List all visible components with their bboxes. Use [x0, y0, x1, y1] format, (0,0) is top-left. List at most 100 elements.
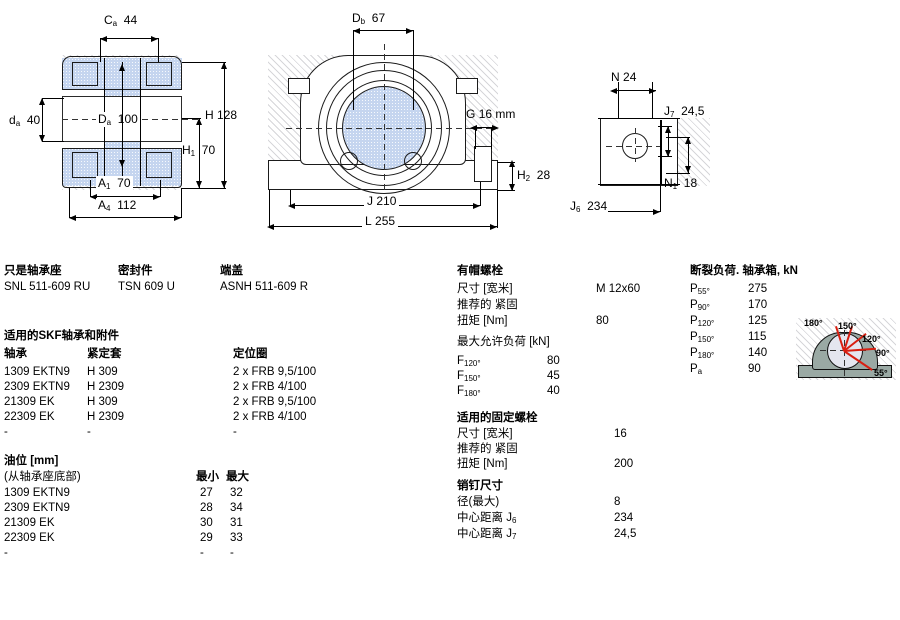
end-cover-header: 端盖 [220, 265, 243, 277]
dim-A4-ext-r [181, 188, 182, 218]
max-load-symbol-subscript: 180° [464, 389, 481, 398]
dim-J-ext-l [290, 190, 291, 206]
oil-level-min: 30 [200, 517, 213, 529]
oil-level-bearing: 22309 EK [4, 532, 55, 544]
dim-H2-symbol: H [517, 168, 526, 182]
dim-L-ext-l [269, 190, 270, 228]
bearings-header-bearing: 轴承 [4, 348, 27, 360]
dim-N1-arrow-up [685, 137, 691, 144]
dowel-pin-label-text: 中心距离 J [457, 512, 512, 524]
oil-level-bearing: 2309 EKTN9 [4, 502, 70, 514]
dim-J6-symbol: J [570, 199, 576, 213]
dim-ca-value: 44 [123, 13, 138, 27]
bearing-adapter: - [87, 426, 91, 438]
dim-A1-ext-l [90, 180, 91, 197]
dim-A4-arrow-right [174, 214, 181, 221]
left-base-inner-left [72, 152, 98, 178]
dim-A4-arrow-left [69, 214, 76, 221]
dim-da-symbol: d [9, 113, 16, 127]
dim-H-symbol: H [205, 108, 214, 122]
dim-label-A1: A1 70 [96, 176, 133, 191]
max-load-value: 40 [547, 385, 560, 397]
breaking-load-symbol: P90° [690, 299, 710, 314]
cap-bolts-title: 有帽螺栓 [457, 265, 503, 277]
dim-Db-ext-r [413, 30, 414, 110]
dim-Da-arrow-up [119, 64, 125, 71]
oil-level-bearing: 21309 EK [4, 517, 55, 529]
breaking-load-symbol: P55° [690, 283, 710, 298]
cap-bolts-size-label: 尺寸 [宽米] [457, 283, 513, 295]
dim-J7-arrow-up [665, 126, 671, 133]
dim-label-J7: J7 24,5 [664, 104, 704, 119]
dim-Db-symbol: D [352, 11, 361, 25]
right-hole-centerline [606, 146, 666, 147]
bearing-adapter: H 309 [87, 366, 118, 378]
attachment-bolts-size-value: 16 [614, 428, 627, 440]
right-edge-bottom [598, 184, 680, 185]
dim-label-J: J 210 [364, 194, 400, 208]
dim-L-arrow-right [490, 223, 497, 230]
breaking-load-symbol: P120° [690, 315, 714, 330]
dim-da-arrow-down [39, 135, 45, 142]
right-wall-line [660, 120, 662, 184]
dim-N-line [612, 90, 656, 91]
dim-J-ext-r [480, 182, 481, 206]
max-load-value: 80 [547, 355, 560, 367]
dim-H1-value: 70 [201, 143, 216, 157]
center-foot-bolt [474, 146, 492, 182]
dowel-pin-label-text: 中心距离 J [457, 528, 512, 540]
dim-Db-ext-l [353, 30, 354, 110]
oil-level-max: - [230, 547, 234, 559]
dim-J7-symbol: J [664, 104, 670, 118]
dim-H1-symbol: H [182, 143, 191, 157]
attachment-bolts-title: 适用的固定螺栓 [457, 412, 538, 424]
breaking-load-symbol-letter: P [690, 283, 698, 295]
cap-bolts-torque-label: 扭矩 [Nm] [457, 315, 508, 327]
right-edge-top [598, 118, 680, 119]
dim-A1-arrow-right [153, 193, 160, 200]
bearings-header-adapter: 紧定套 [87, 348, 122, 360]
dim-J6-subscript: 6 [576, 205, 581, 214]
bearing-locating-ring: 2 x FRB 4/100 [233, 411, 307, 423]
breaking-load-value: 275 [748, 283, 768, 295]
dim-G-line [475, 127, 497, 128]
oil-level-min: - [200, 547, 204, 559]
breaking-load-symbol-subscript: 55° [697, 287, 710, 296]
bearing-designation: 1309 EKTN9 [4, 366, 70, 378]
breaking-load-value: 90 [748, 363, 761, 375]
dim-Db-arrow-right [406, 27, 413, 34]
bearing-adapter: H 309 [87, 396, 118, 408]
dim-A4-line [69, 217, 181, 218]
dowel-pin-label: 径(最大) [457, 496, 499, 511]
dowel-pin-label-sub: 6 [511, 516, 517, 525]
inset-label-120: 120° [862, 334, 881, 344]
dim-H2-ext-b [497, 190, 515, 191]
dim-label-A4: A4 112 [96, 198, 139, 213]
attachment-bolts-torque-label: 扭矩 [Nm] [457, 458, 508, 470]
dim-label-N: N 24 [611, 70, 636, 84]
attachment-bolts-size-label: 尺寸 [宽米] [457, 428, 513, 440]
dim-G-ext-r [491, 127, 492, 149]
dim-Da-symbol: D [98, 112, 107, 126]
dim-J-symbol: J [367, 194, 373, 208]
dowel-pin-label-sub: 7 [511, 532, 517, 541]
breaking-load-symbol-subscript: 180° [697, 351, 715, 360]
dim-L-value: 255 [375, 214, 396, 228]
dim-label-N1: N1 18 [664, 176, 697, 191]
breaking-load-value: 125 [748, 315, 768, 327]
housing-only-header: 只是轴承座 [4, 265, 62, 277]
cap-bolts-size-value: M 12x60 [596, 283, 641, 295]
breaking-load-value: 170 [748, 299, 768, 311]
dim-label-H: H 128 [205, 108, 237, 122]
dim-label-G: G 16 mm [466, 107, 515, 121]
dim-A4-subscript: 4 [106, 204, 111, 213]
oil-level-min: 29 [200, 532, 213, 544]
center-lug-left [288, 78, 310, 94]
bearing-locating-ring: 2 x FRB 9,5/100 [233, 366, 317, 378]
dim-H2-line [512, 162, 513, 190]
dim-ca-ext-r [158, 38, 159, 62]
max-load-title: 最大允许负荷 [kN] [457, 336, 550, 348]
dim-H2-value: 28 [536, 168, 551, 182]
dim-Db-subscript: b [360, 17, 366, 26]
dim-label-J6: J6 234 [570, 199, 607, 214]
